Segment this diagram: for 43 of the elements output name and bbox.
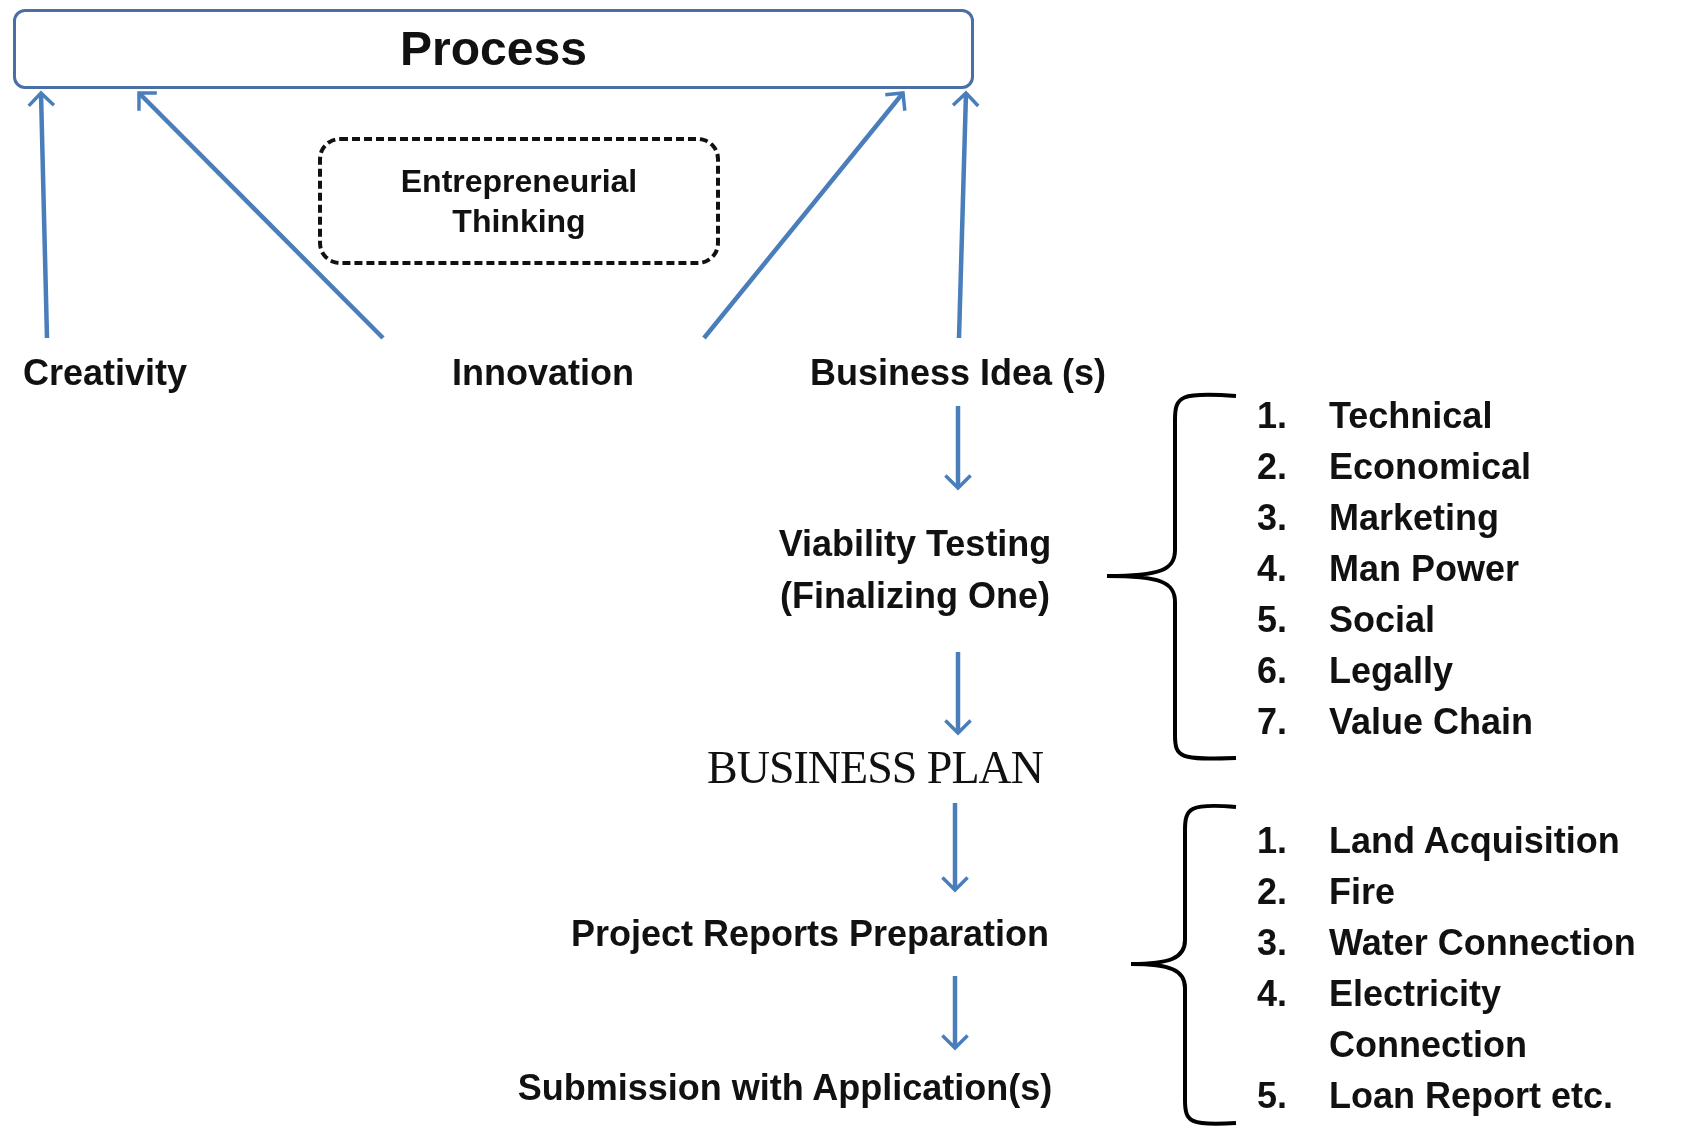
list-item: Land Acquisition [1329, 819, 1621, 863]
list-number: 1. [1257, 394, 1289, 438]
step-text: Entrepreneurial Thinking [399, 162, 639, 241]
list-item: Marketing [1329, 496, 1501, 540]
arrow [943, 652, 973, 735]
list-item: Economical [1329, 445, 1533, 489]
arrow [940, 976, 970, 1050]
list-number: 5. [1257, 1074, 1289, 1118]
dashed-box [318, 137, 720, 265]
list-number: 2. [1257, 445, 1289, 489]
arrow [27, 91, 56, 339]
list-item: Water Connection [1329, 921, 1637, 965]
list-item: Man Power [1329, 547, 1521, 591]
list-number: 3. [1257, 496, 1289, 540]
list-number: 4. [1257, 972, 1289, 1016]
step-text: Creativity [22, 350, 188, 395]
step-text: Innovation [452, 350, 634, 395]
list-number: 3. [1257, 921, 1289, 965]
step-text: Business Idea (s) [809, 350, 1107, 395]
process-box [13, 9, 974, 89]
arrow [137, 91, 385, 340]
list-item: Loan Report etc. [1329, 1074, 1615, 1118]
arrow [940, 803, 970, 892]
list-item: Legally [1329, 649, 1455, 693]
arrow [951, 91, 980, 339]
list-item: Fire [1329, 870, 1397, 914]
list-number: 4. [1257, 547, 1289, 591]
list-number: 7. [1257, 700, 1289, 744]
step-text: Submission with Application(s) [517, 1065, 1053, 1110]
arrow [702, 91, 907, 340]
list-item: Social [1329, 598, 1437, 642]
step-text: Project Reports Preparation [570, 911, 1050, 956]
list-number: 6. [1257, 649, 1289, 693]
heading-text: BUSINESS PLAN [707, 741, 1043, 796]
list-number: 5. [1257, 598, 1289, 642]
list-item: Electricity Connection [1329, 972, 1528, 1067]
list-item: Value Chain [1329, 700, 1535, 744]
list-item: Technical [1329, 394, 1494, 438]
title-text: Process [400, 21, 587, 77]
list-number: 2. [1257, 870, 1289, 914]
arrow [943, 406, 973, 490]
list-number: 1. [1257, 819, 1289, 863]
step-text: Viability Testing (Finalizing One) [777, 521, 1053, 618]
